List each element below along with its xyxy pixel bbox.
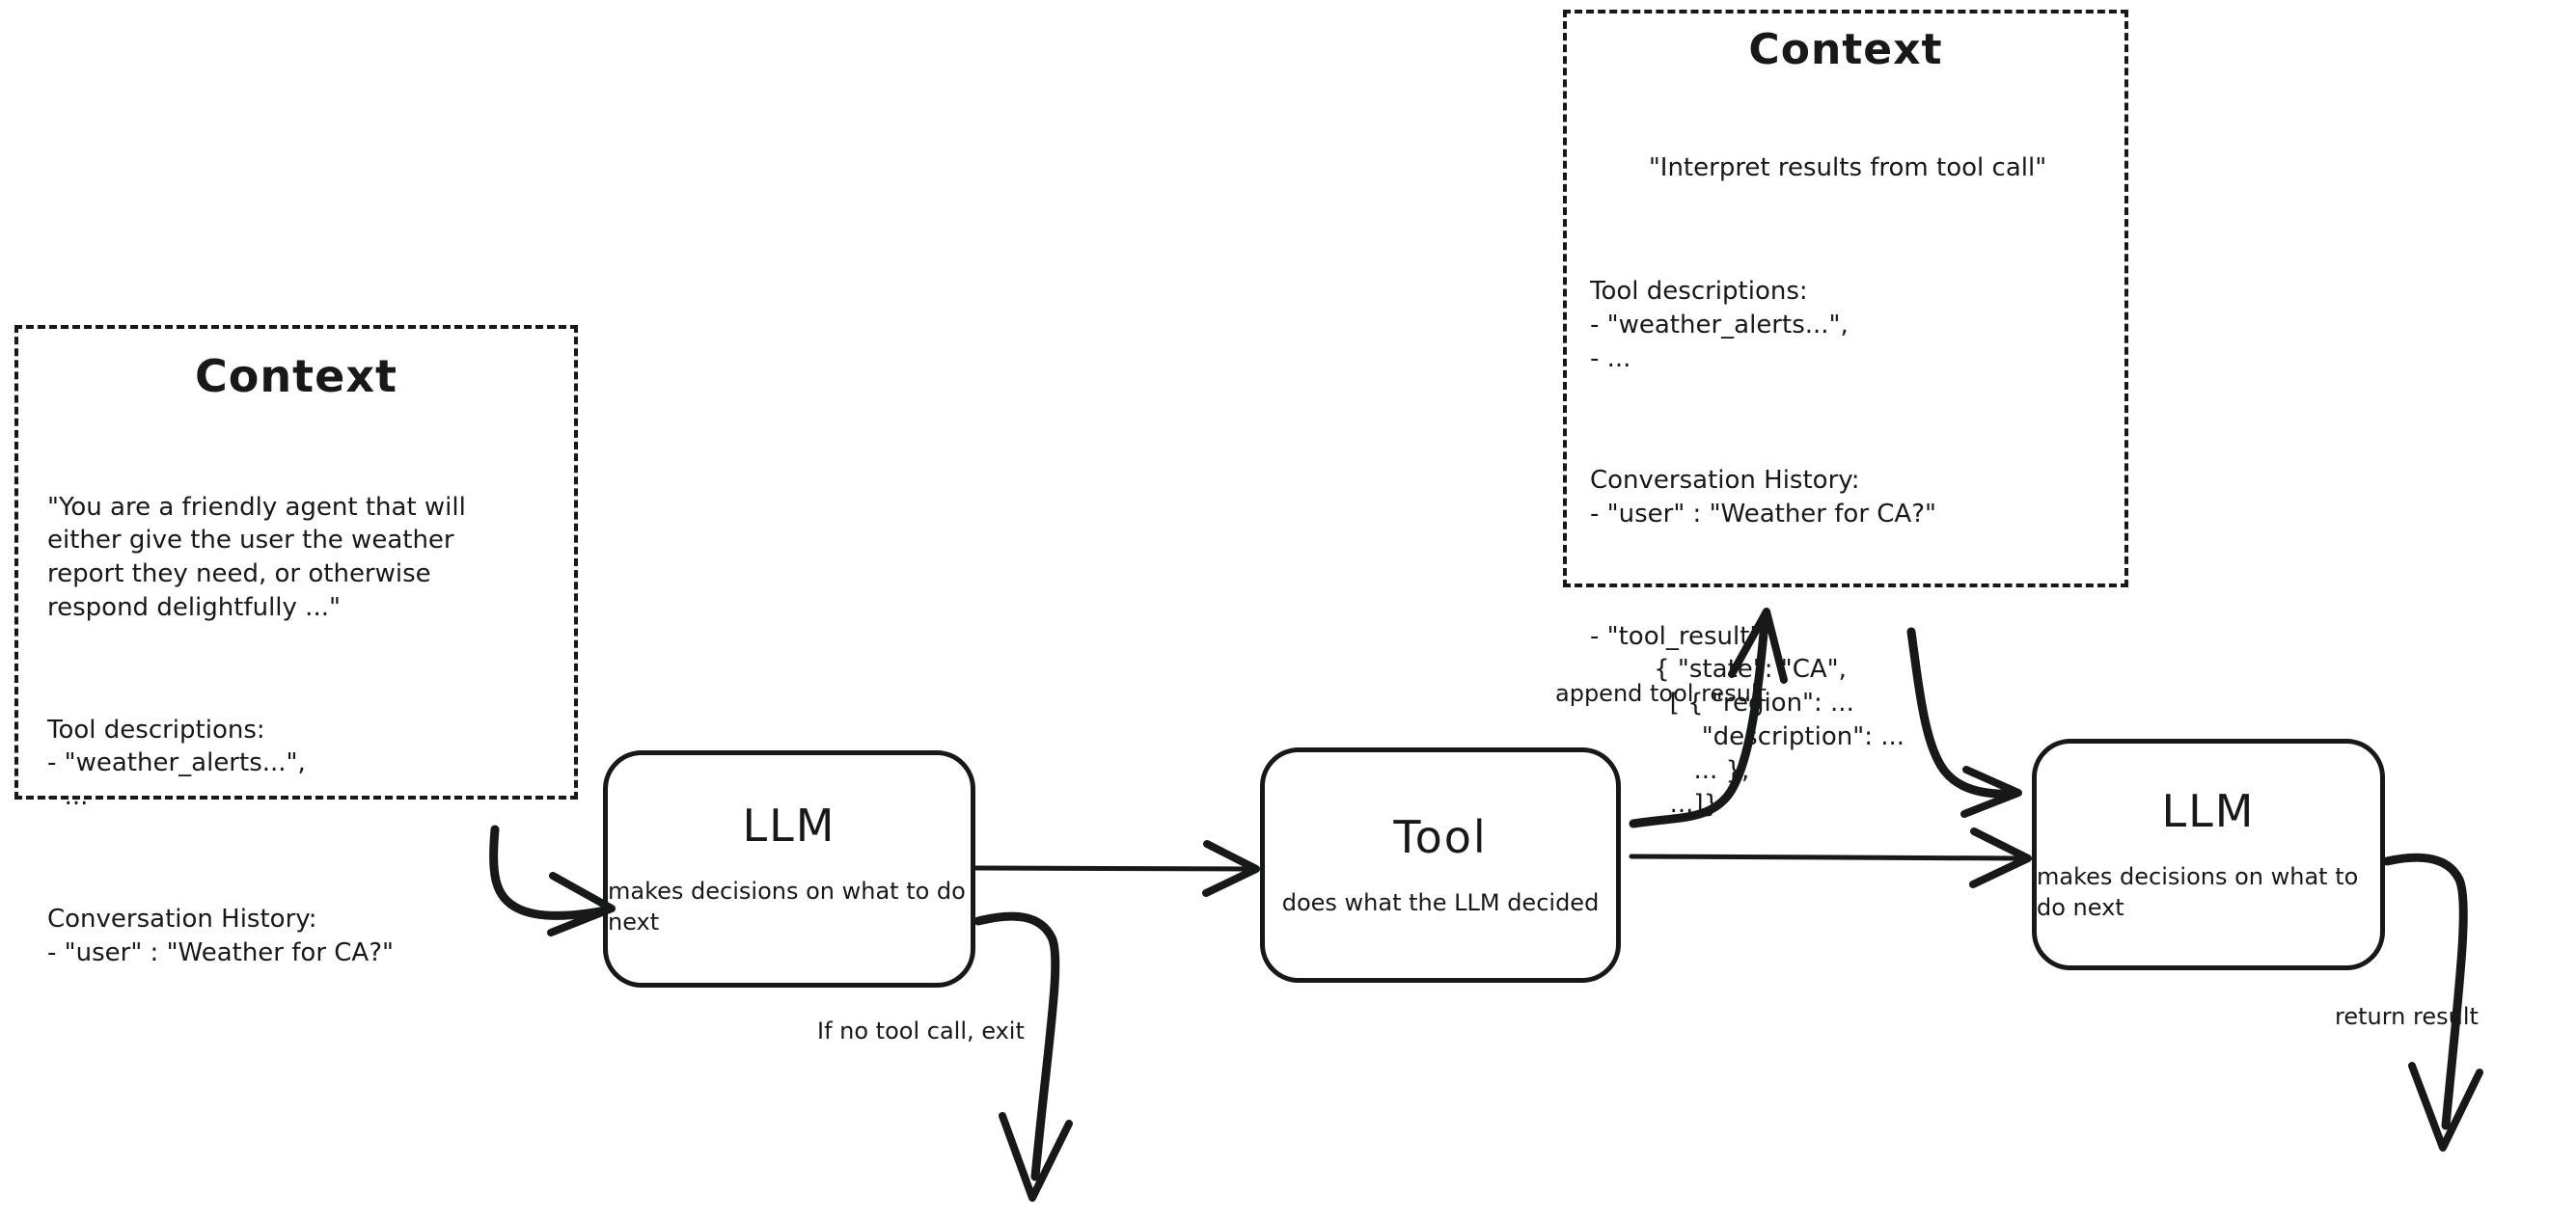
context-left-title: Context (195, 350, 397, 402)
context-right-conversation-history: Conversation History: - "user" : "Weathe… (1590, 466, 1936, 529)
node-tool-subtitle: does what the LLM decided (1281, 889, 1600, 917)
node-tool-title: Tool (1393, 811, 1488, 864)
context-right-tool-descriptions: Tool descriptions: - "weather_alerts..."… (1590, 277, 1849, 373)
context-left-body: "You are a friendly agent that will eith… (18, 402, 574, 1037)
node-llm-first[interactable]: LLM makes decisions on what to do next (603, 750, 975, 988)
arrow-llm-first-to-tool (973, 840, 1260, 897)
node-llm-second-title: LLM (2161, 785, 2256, 838)
node-llm-second-subtitle: makes decisions on what to do next (2037, 863, 2359, 921)
edge-label-if-no-tool-call-exit: If no tool call, exit (817, 1018, 1025, 1045)
arrow-exit-no-tool-call (973, 911, 1073, 1202)
context-right-tool-result: - "tool_result": { "state": "CA", [ { "r… (1590, 621, 1905, 819)
context-left-conversation-history: Conversation History: - "user" : "Weathe… (47, 904, 394, 967)
context-panel-left: Context "You are a friendly agent that w… (14, 325, 578, 967)
node-llm-second[interactable]: LLM makes decisions on what to do next (2032, 739, 2385, 970)
context-panel-right: Context "Interpret results from tool cal… (1563, 10, 2128, 819)
node-tool[interactable]: Tool does what the LLM decided (1260, 747, 1621, 983)
context-right-title: Context (1748, 25, 1943, 74)
context-left-tool-descriptions: Tool descriptions: - "weather_alerts..."… (47, 715, 306, 812)
edge-label-return-result: return result (2335, 1003, 2479, 1030)
context-right-instruction: "Interpret results from tool call" (1648, 152, 2047, 182)
node-llm-first-subtitle: makes decisions on what to do next (608, 878, 966, 936)
edge-label-append-tool-result: append tool result (1555, 680, 1767, 707)
context-left-system-prompt: "You are a friendly agent that will eith… (47, 492, 466, 623)
node-llm-first-title: LLM (742, 800, 836, 853)
